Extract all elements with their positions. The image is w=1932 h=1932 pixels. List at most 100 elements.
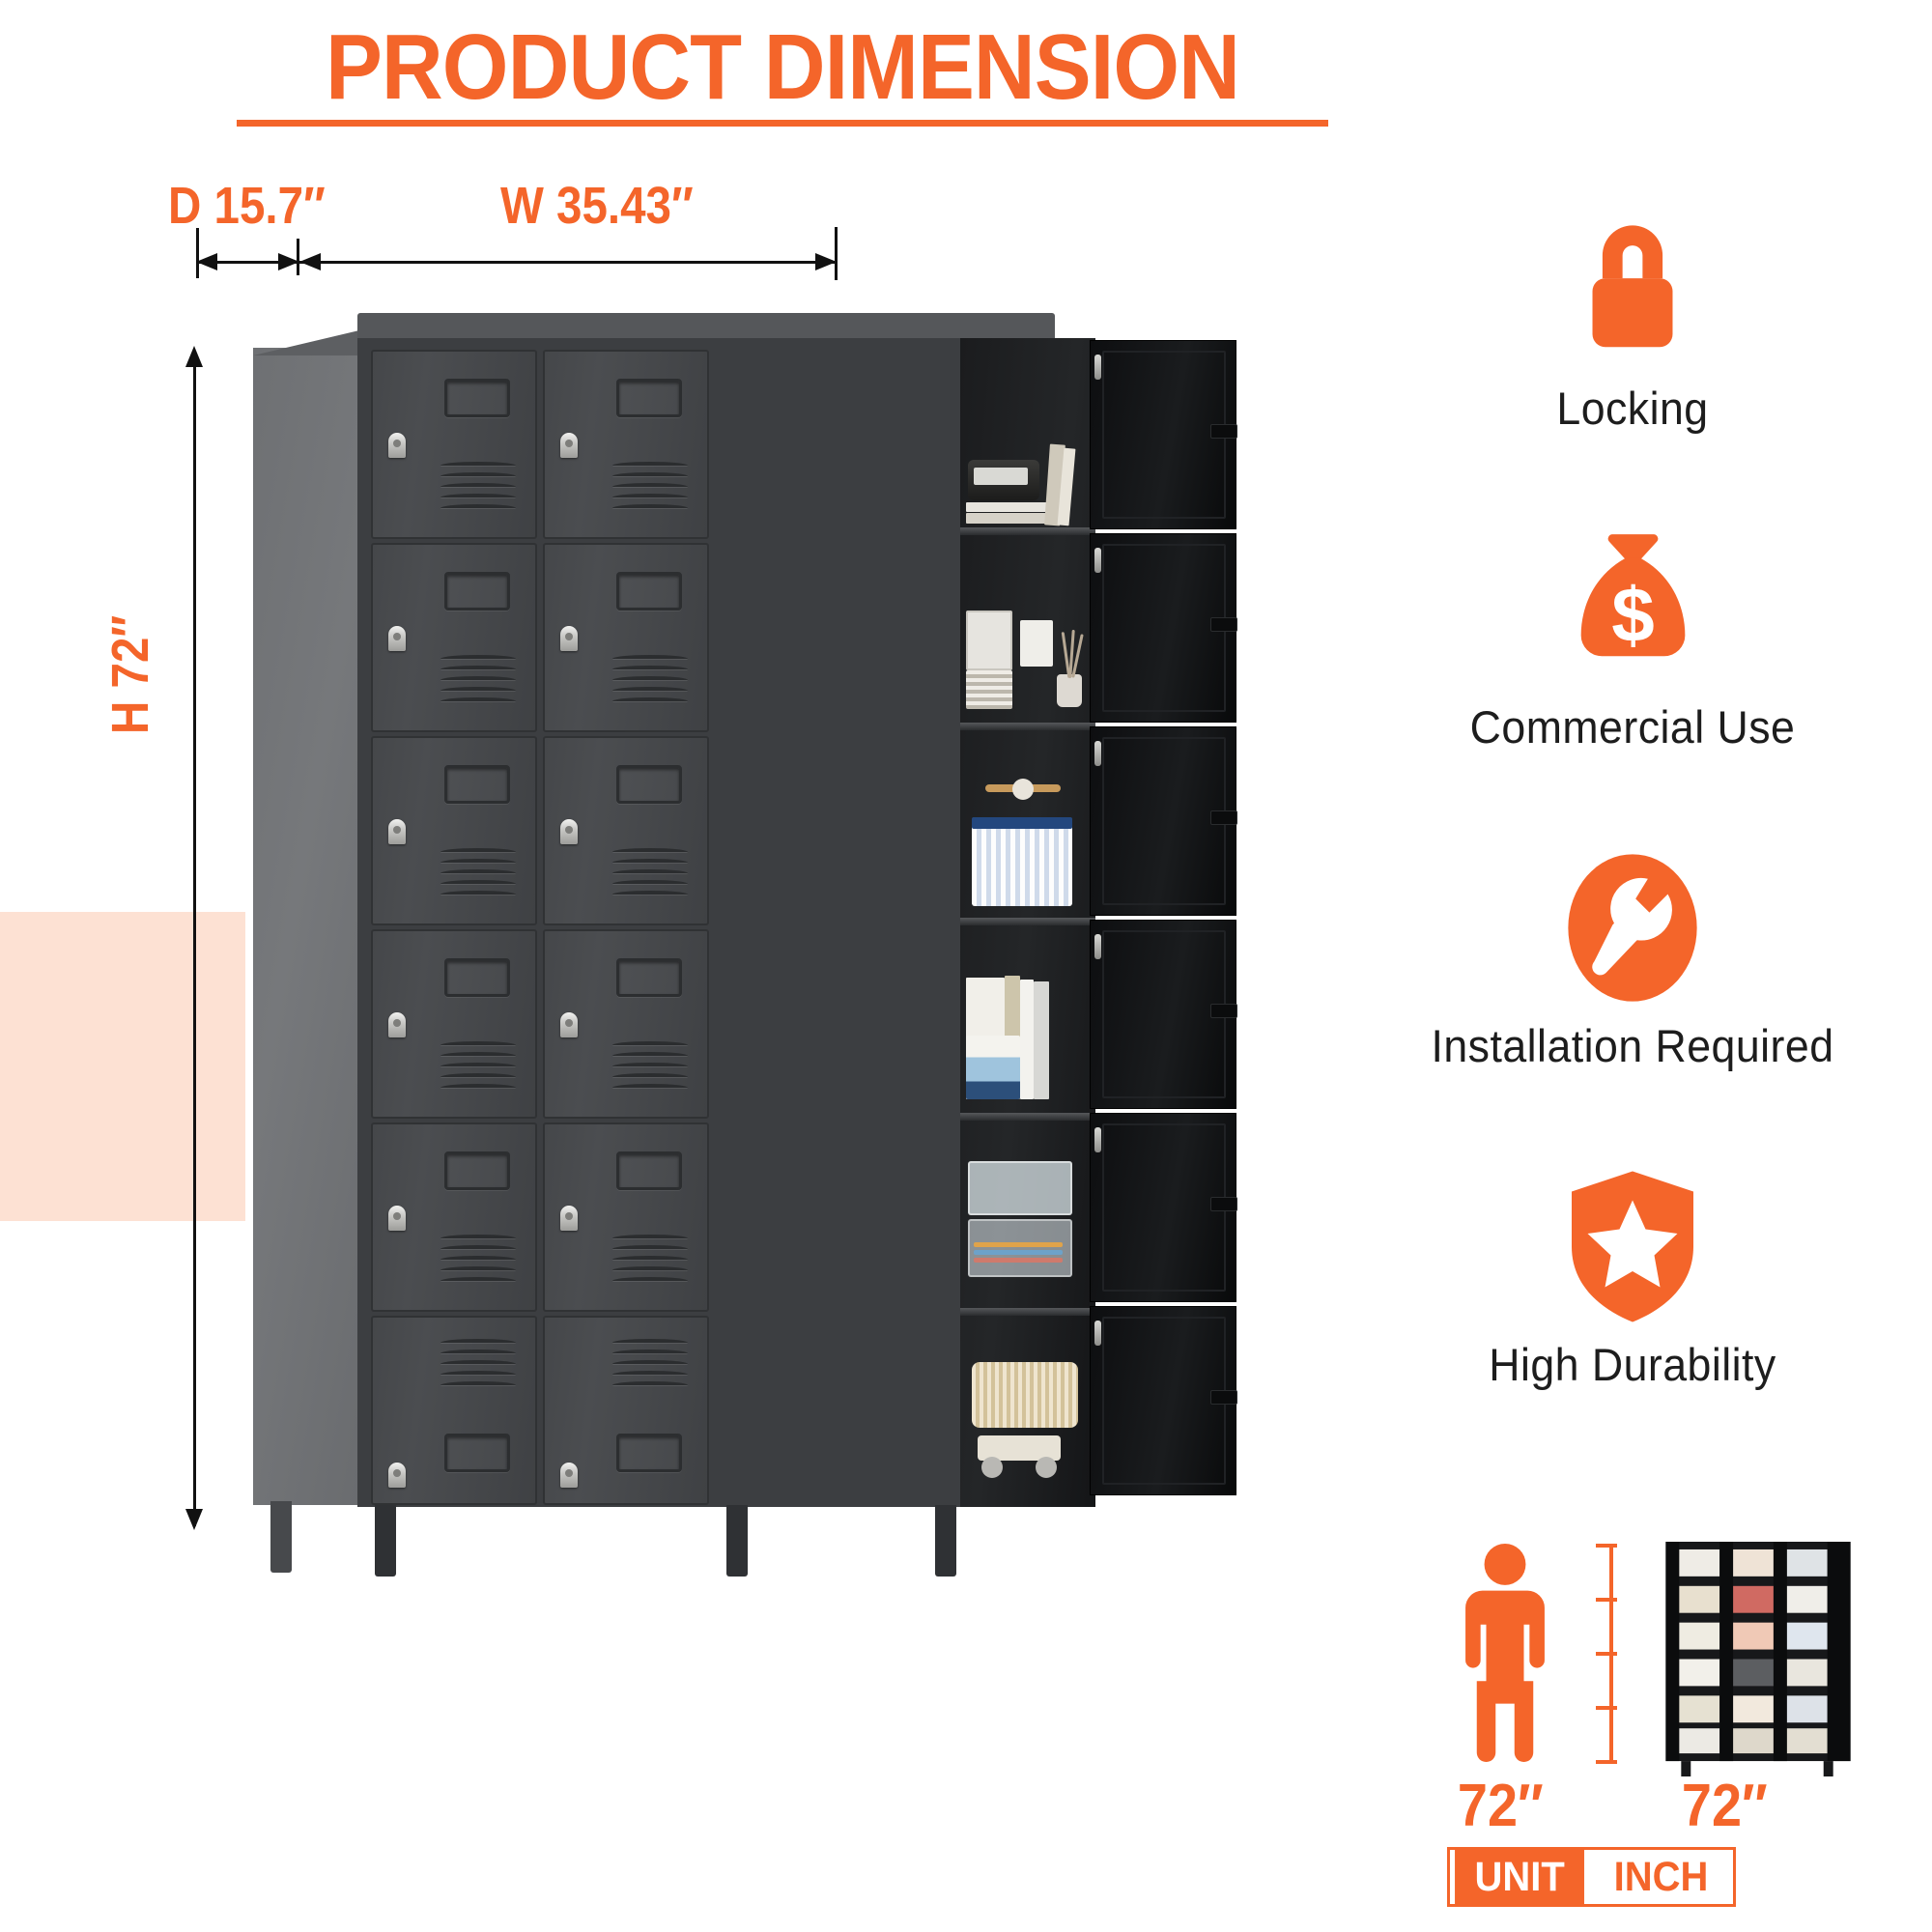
card-holder-icon — [616, 1434, 682, 1472]
unit-badge-key: UNIT — [1455, 1850, 1585, 1904]
depth-arrowhead-right — [278, 253, 299, 270]
locker-door[interactable] — [371, 1316, 537, 1505]
lock-icon[interactable] — [560, 1463, 578, 1488]
height-arrowhead-bottom — [185, 1509, 203, 1530]
latch-icon[interactable] — [1210, 1004, 1237, 1018]
cabinet-leg — [726, 1505, 748, 1577]
latch-icon[interactable] — [1210, 1390, 1237, 1405]
width-arrowhead-left — [299, 253, 321, 270]
lock-icon[interactable] — [560, 819, 578, 844]
opened-locker-door[interactable] — [1090, 1113, 1237, 1302]
unit-badge-value: INCH — [1594, 1850, 1729, 1904]
locker-door[interactable] — [371, 543, 537, 732]
card-holder-icon — [444, 765, 510, 804]
opened-locker-door[interactable] — [1090, 726, 1237, 916]
depth-dimension-label: D 15.7″ — [168, 177, 326, 235]
card-holder-icon — [444, 958, 510, 997]
person-height-label: 72″ — [1457, 1773, 1544, 1839]
lock-icon[interactable] — [388, 1463, 406, 1488]
locker-door[interactable] — [371, 736, 537, 925]
lock-icon[interactable] — [388, 433, 406, 458]
card-holder-icon — [616, 572, 682, 611]
locker-door[interactable] — [371, 1122, 537, 1312]
card-holder-icon — [444, 379, 510, 417]
lock-icon[interactable] — [560, 626, 578, 651]
cabinet-side-panel — [253, 348, 359, 1505]
card-holder-icon — [616, 765, 682, 804]
opened-locker-door[interactable] — [1090, 533, 1237, 723]
hinge-icon — [1094, 741, 1101, 766]
shelf-divider — [960, 527, 1095, 535]
lock-icon[interactable] — [388, 1012, 406, 1037]
locker-door[interactable] — [543, 350, 709, 539]
vent-slots-icon — [612, 1339, 688, 1393]
hinge-icon — [1094, 548, 1101, 573]
hinge-icon — [1094, 355, 1101, 380]
card-holder-icon — [444, 1434, 510, 1472]
vent-slots-icon — [612, 1235, 688, 1289]
shelf-contents — [964, 1150, 1092, 1304]
opened-locker-door[interactable] — [1090, 1306, 1237, 1495]
lock-icon[interactable] — [388, 626, 406, 651]
svg-text:$: $ — [1611, 572, 1655, 658]
lock-icon[interactable] — [560, 1206, 578, 1231]
lock-icon[interactable] — [560, 433, 578, 458]
feature-item-high-durability: High Durability — [1333, 1154, 1932, 1473]
wrench-icon — [1333, 836, 1932, 1019]
latch-icon[interactable] — [1210, 617, 1237, 632]
latch-icon[interactable] — [1210, 1197, 1237, 1211]
vent-slots-icon — [440, 655, 516, 709]
vent-slots-icon — [440, 462, 516, 516]
page-title-block: PRODUCT DIMENSION — [0, 21, 1565, 127]
lock-icon[interactable] — [388, 1206, 406, 1231]
width-dimension-label: W 35.43″ — [500, 177, 694, 235]
ruler-icon — [1596, 1544, 1625, 1764]
depth-arrowhead-left — [196, 253, 217, 270]
shelf-contents — [964, 966, 1092, 1113]
lock-icon[interactable] — [560, 1012, 578, 1037]
locker-door[interactable] — [371, 350, 537, 539]
latch-icon[interactable] — [1210, 810, 1237, 825]
width-arrowhead-right — [815, 253, 837, 270]
person-icon — [1437, 1542, 1573, 1764]
opened-locker-door[interactable] — [1090, 920, 1237, 1109]
locker-door[interactable] — [371, 929, 537, 1119]
height-arrowhead-top — [185, 346, 203, 367]
card-holder-icon — [616, 379, 682, 417]
vent-slots-icon — [440, 1339, 516, 1393]
cabinet-leg — [270, 1501, 292, 1573]
locker-door[interactable] — [543, 1122, 709, 1312]
height-dimension-label: H 72″ — [101, 614, 159, 734]
vent-slots-icon — [612, 1041, 688, 1095]
feature-list: Locking $ Commercial Use Installation Re… — [1333, 198, 1932, 1473]
feature-item-locking: Locking — [1333, 198, 1932, 517]
shelf-divider — [960, 1113, 1095, 1121]
vent-slots-icon — [612, 655, 688, 709]
page-title: PRODUCT DIMENSION — [325, 15, 1240, 119]
locker-thumbnail-icon — [1662, 1542, 1855, 1776]
locker-door[interactable] — [543, 543, 709, 732]
vent-slots-icon — [440, 848, 516, 902]
cabinet-leg — [375, 1505, 396, 1577]
height-arrow-line — [193, 353, 196, 1526]
money-bag-icon: $ — [1333, 517, 1932, 700]
unit-badge: UNIT INCH — [1447, 1847, 1737, 1907]
cabinet-top-cap — [357, 313, 1055, 340]
feature-label: Commercial Use — [1469, 701, 1796, 753]
title-underline — [237, 120, 1328, 127]
lock-icon[interactable] — [388, 819, 406, 844]
hinge-icon — [1094, 1321, 1101, 1346]
locker-door[interactable] — [543, 929, 709, 1119]
shelf-contents — [964, 582, 1092, 723]
hinge-icon — [1094, 934, 1101, 959]
locker-door[interactable] — [543, 1316, 709, 1505]
shelf-divider — [960, 1308, 1095, 1316]
opened-locker-door[interactable] — [1090, 340, 1237, 529]
product-image — [253, 286, 1237, 1577]
vent-slots-icon — [440, 1041, 516, 1095]
product-height-label: 72″ — [1681, 1773, 1768, 1839]
latch-icon[interactable] — [1210, 424, 1237, 439]
locker-door[interactable] — [543, 736, 709, 925]
height-highlight-band — [0, 912, 245, 1221]
